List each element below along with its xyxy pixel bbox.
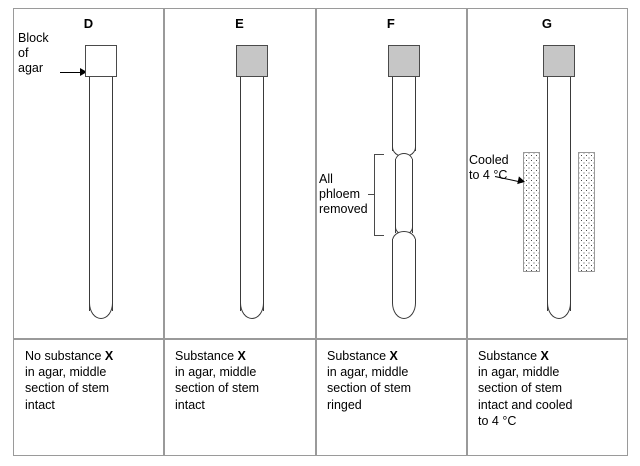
caption-d: No substance X in agar, middle section o… bbox=[14, 339, 163, 457]
all-phloem-removed-label: All phloem removed bbox=[319, 172, 368, 216]
caption-g-substance: X bbox=[540, 349, 549, 363]
diagram-caption-separator bbox=[14, 338, 627, 340]
caption-f-substance: X bbox=[389, 349, 398, 363]
caption-e-prefix: Substance bbox=[175, 349, 238, 363]
block-of-agar-arrow-head bbox=[80, 68, 87, 76]
caption-d-rest: in agar, middle section of stem intact bbox=[25, 365, 110, 412]
ringed-section-f bbox=[395, 159, 413, 233]
caption-f-prefix: Substance bbox=[327, 349, 390, 363]
stem-bottom-e bbox=[240, 297, 264, 319]
agar-block-f bbox=[388, 45, 420, 77]
block-of-agar-arrow-line bbox=[60, 72, 82, 74]
caption-g-rest: in agar, middle section of stem intact a… bbox=[478, 365, 573, 428]
agar-block-e bbox=[236, 45, 268, 77]
cooling-jacket-right bbox=[578, 152, 595, 272]
stem-bottom-d bbox=[89, 297, 113, 319]
block-of-agar-label: Block of agar bbox=[18, 31, 49, 75]
stem-g bbox=[547, 77, 571, 311]
caption-g: Substance X in agar, middle section of s… bbox=[467, 339, 627, 457]
column-separator-f-g bbox=[466, 9, 468, 455]
stem-bottom-g bbox=[547, 297, 571, 319]
phloem-removed-bracket bbox=[374, 154, 384, 236]
caption-e-substance: X bbox=[237, 349, 246, 363]
panel-d: D Block of agar bbox=[14, 9, 163, 338]
column-separator-e-f bbox=[315, 9, 317, 455]
stem-lower-f bbox=[392, 239, 416, 301]
stem-upper-f bbox=[392, 77, 416, 151]
agar-block-d bbox=[85, 45, 117, 77]
panel-e: E bbox=[164, 9, 315, 338]
panel-letter-f: F bbox=[386, 16, 396, 31]
stem-d bbox=[89, 77, 113, 311]
caption-e: Substance X in agar, middle section of s… bbox=[164, 339, 315, 457]
caption-d-substance: X bbox=[104, 349, 114, 363]
agar-block-g bbox=[543, 45, 575, 77]
column-separator-d-e bbox=[163, 9, 165, 455]
caption-e-rest: in agar, middle section of stem intact bbox=[175, 365, 260, 412]
caption-g-prefix: Substance bbox=[478, 349, 541, 363]
panel-f: F All phloem removed bbox=[316, 9, 466, 338]
stem-e bbox=[240, 77, 264, 311]
panel-letter-e: E bbox=[235, 16, 244, 31]
caption-f-rest: in agar, middle section of stem ringed bbox=[327, 365, 412, 412]
cooled-to-4c-label: Cooled to 4 °C bbox=[469, 153, 509, 182]
caption-d-prefix: No substance bbox=[25, 349, 105, 363]
panel-g: G Cooled to 4 °C bbox=[467, 9, 627, 338]
cooling-jacket-left bbox=[523, 152, 540, 272]
panel-letter-d: D bbox=[83, 16, 94, 31]
figure-table-frame: D Block of agar E F bbox=[13, 8, 628, 456]
panel-letter-g: G bbox=[541, 16, 553, 31]
caption-f: Substance X in agar, middle section of s… bbox=[316, 339, 466, 457]
phloem-removed-bracket-tick bbox=[368, 194, 374, 196]
stem-bottom-f bbox=[392, 297, 416, 319]
